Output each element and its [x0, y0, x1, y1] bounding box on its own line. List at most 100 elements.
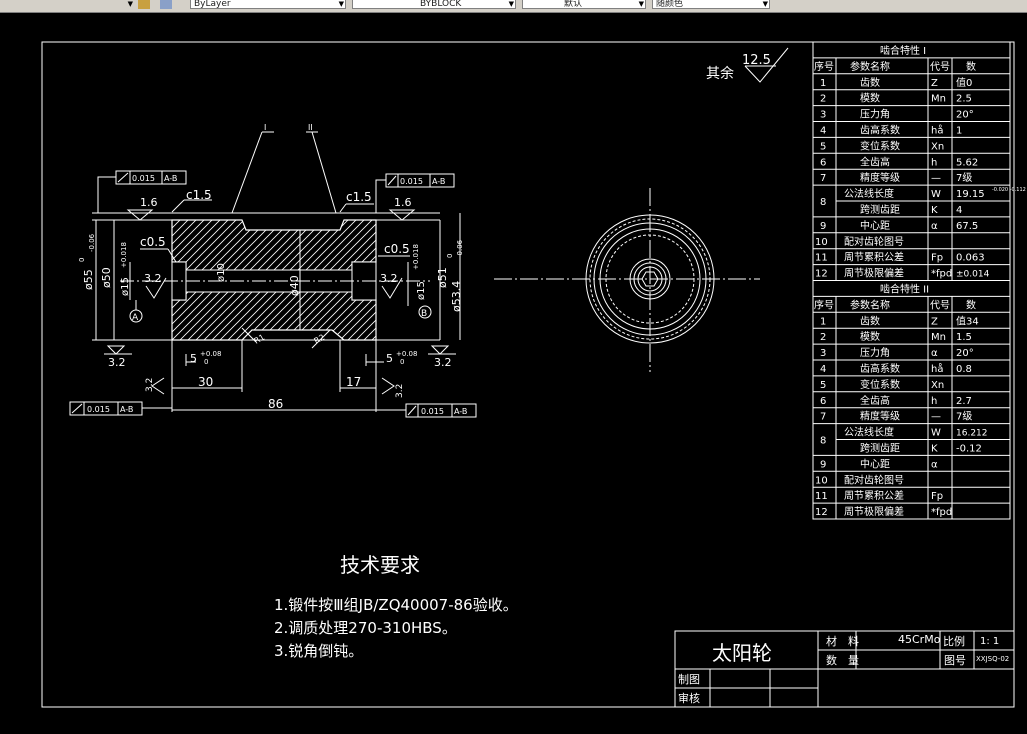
chevron-down-icon: ▼ [508, 0, 514, 8]
gear-table-2-header: 参数名称 [850, 298, 890, 311]
general-roughness-note: 其余 12.5 [706, 47, 789, 83]
checked-by-label: 审核 [678, 691, 700, 705]
gear-table-2-cell: Xn [931, 380, 944, 391]
gear-table-1-title: 啮合特性 I [880, 44, 926, 57]
gear-table-2-cell: 0.8 [956, 364, 972, 375]
svg-text:+0.018: +0.018 [412, 244, 420, 270]
gear-table-2-header: 代号 [930, 299, 950, 311]
technical-requirements: 技术要求 1.锻件按Ⅲ组JB/ZQ40007-86验收。 2.调质处理270-3… [274, 553, 518, 660]
dim-d15: ø15 [120, 277, 131, 296]
gear-table-2-cell: 6 [820, 396, 826, 407]
dim-groove-5-left: 5 [190, 352, 197, 365]
gear-table-2-cell: 10 [815, 475, 828, 486]
gear-table-1-cell: K [931, 205, 938, 216]
roughness-3-2-a: 3.2 [144, 272, 162, 285]
fillet-r2: R2 [313, 333, 327, 346]
layer-manager-icon[interactable] [138, 0, 150, 9]
gear-table-1-cell: 周节累积公差 [844, 251, 904, 264]
gear-table-2-cell: 公法线长度 [844, 426, 894, 439]
gear-table-2-cell: 20° [956, 348, 974, 359]
gear-table-2-cell: 11 [815, 491, 828, 502]
gear-table-2-cell: 值34 [956, 314, 979, 327]
linetype-value: ByLayer [194, 0, 231, 9]
gear-table-1-header: 序号 [814, 60, 834, 73]
gear-table-2-cell: 压力角 [860, 346, 890, 359]
scale-value: 1: 1 [980, 636, 999, 647]
roughness-3-2-b: 3.2 [380, 272, 398, 285]
tech-req-item-1: 1.锻件按Ⅲ组JB/ZQ40007-86验收。 [274, 596, 518, 614]
gear-table-1-cell: 周节极限偏差 [844, 267, 904, 280]
datum-a-marker [129, 309, 143, 323]
gear-table-1-header: 参数名称 [850, 60, 890, 73]
lineweight-select[interactable]: BYBLOCK ▼ [352, 0, 516, 9]
gear-table-1-cell: 4 [956, 205, 962, 216]
gear-table-2-cell: α [931, 459, 938, 470]
drawn-by-label: 制图 [678, 673, 700, 686]
properties-toolbar: ▼ ByLayer ▼ BYBLOCK ▼ 默认▼ 随颜色 ▼ [0, 0, 1027, 13]
quantity-label: 数 量 [826, 654, 859, 667]
section-label-1: I [264, 123, 266, 132]
svg-text:0.015: 0.015 [87, 405, 110, 414]
gear-table-2-cell: 模数 [860, 330, 880, 343]
tolerance-datum: A-B [164, 174, 177, 183]
drawing-canvas[interactable]: 其余 12.5 I II c1.5 c1.5 c0.5 c0.5 [0, 12, 1027, 734]
gear-table-1-cell: 5 [820, 141, 826, 152]
chamfer-c05-left: c0.5 [140, 235, 166, 249]
tolerance-frame-top-right: 0.015 A-B [375, 173, 455, 213]
gear-table-1-cell: 1 [820, 78, 826, 89]
gear-table-2-cell: 2 [820, 332, 826, 343]
gear-table-1-cell: — [931, 173, 941, 184]
svg-text:0.015: 0.015 [421, 407, 444, 416]
roughness-1-6-right: 1.6 [394, 196, 412, 209]
roughness-3-2-d: 3.2 [434, 356, 452, 369]
gear-table-1-cell: 11 [815, 253, 828, 264]
chevron-down-icon: ▼ [338, 0, 344, 8]
scale-label: 比例 [943, 634, 965, 648]
roughness-prefix: 其余 [706, 65, 734, 82]
layer-previous-icon[interactable] [160, 0, 172, 9]
gear-table-1-cell: 67.5 [956, 221, 978, 232]
gear-table-1-cell: 12 [815, 269, 828, 280]
gear-table-1-cell: 20° [956, 110, 974, 121]
gear-table-1-cell: 齿高系数 [860, 124, 900, 137]
dim-d40: ø40 [288, 275, 301, 296]
gear-table-2-cell: 周节累积公差 [844, 489, 904, 502]
section-view: I II c1.5 c1.5 c0.5 c0.5 1.6 1.6 0.015 A… [69, 123, 477, 418]
plotstyle-select[interactable]: 默认▼ [522, 0, 646, 9]
chevron-down-icon: ▼ [762, 0, 768, 8]
svg-text:A-B: A-B [454, 407, 467, 416]
gear-table-2-header: 序号 [814, 298, 834, 311]
gear-table-1-cell: Fp [931, 253, 943, 264]
drawing-border [41, 41, 1015, 708]
gear-table-2-cell: Z [931, 316, 938, 327]
gear-table-1-cell: 0.063 [956, 253, 985, 264]
gear-table-1-frame [812, 41, 1011, 281]
linetype-select[interactable]: ByLayer ▼ [190, 0, 346, 9]
dim-d15b: ø15 [416, 281, 427, 300]
gear-table-2-cell: -0.12 [956, 444, 982, 455]
tolerance-frame-bottom-left: 0.015 A-B [69, 401, 172, 416]
gear-table-1-cell: Mn [931, 94, 946, 105]
color-value: 随颜色 [656, 0, 684, 9]
gear-table-1-cell: 公法线长度 [844, 187, 894, 200]
gear-table-1-cell: ±0.014 [956, 270, 990, 280]
gear-table-2-cell: 齿高系数 [860, 362, 900, 375]
lineweight-value: BYBLOCK [420, 0, 462, 9]
color-select[interactable]: 随颜色 ▼ [652, 0, 770, 9]
gear-table-2-cell: 全齿高 [860, 394, 890, 407]
gear-table-2-cell: 3 [820, 348, 826, 359]
gear-table-2-cell: 16.212 [956, 429, 988, 439]
dim-d51: ø51 [436, 267, 449, 288]
gear-table-1-cell: hå [931, 124, 943, 137]
gear-table-2-cell: 精度等级 [860, 410, 900, 423]
dim-d50: ø50 [100, 267, 113, 288]
gear-table-2-cell: 7级 [956, 411, 972, 423]
fillet-r1: R1 [253, 333, 267, 346]
toolbar-dropdown-arrow[interactable]: ▼ [118, 0, 134, 9]
gear-table-1-cell: 全齿高 [860, 155, 890, 168]
gear-table-2-cell: 9 [820, 459, 826, 470]
gear-table-2-cell: 7 [820, 412, 826, 423]
gear-table-1-cell: 值0 [956, 76, 972, 89]
gear-table-1-cell: 配对齿轮图号 [844, 235, 904, 248]
